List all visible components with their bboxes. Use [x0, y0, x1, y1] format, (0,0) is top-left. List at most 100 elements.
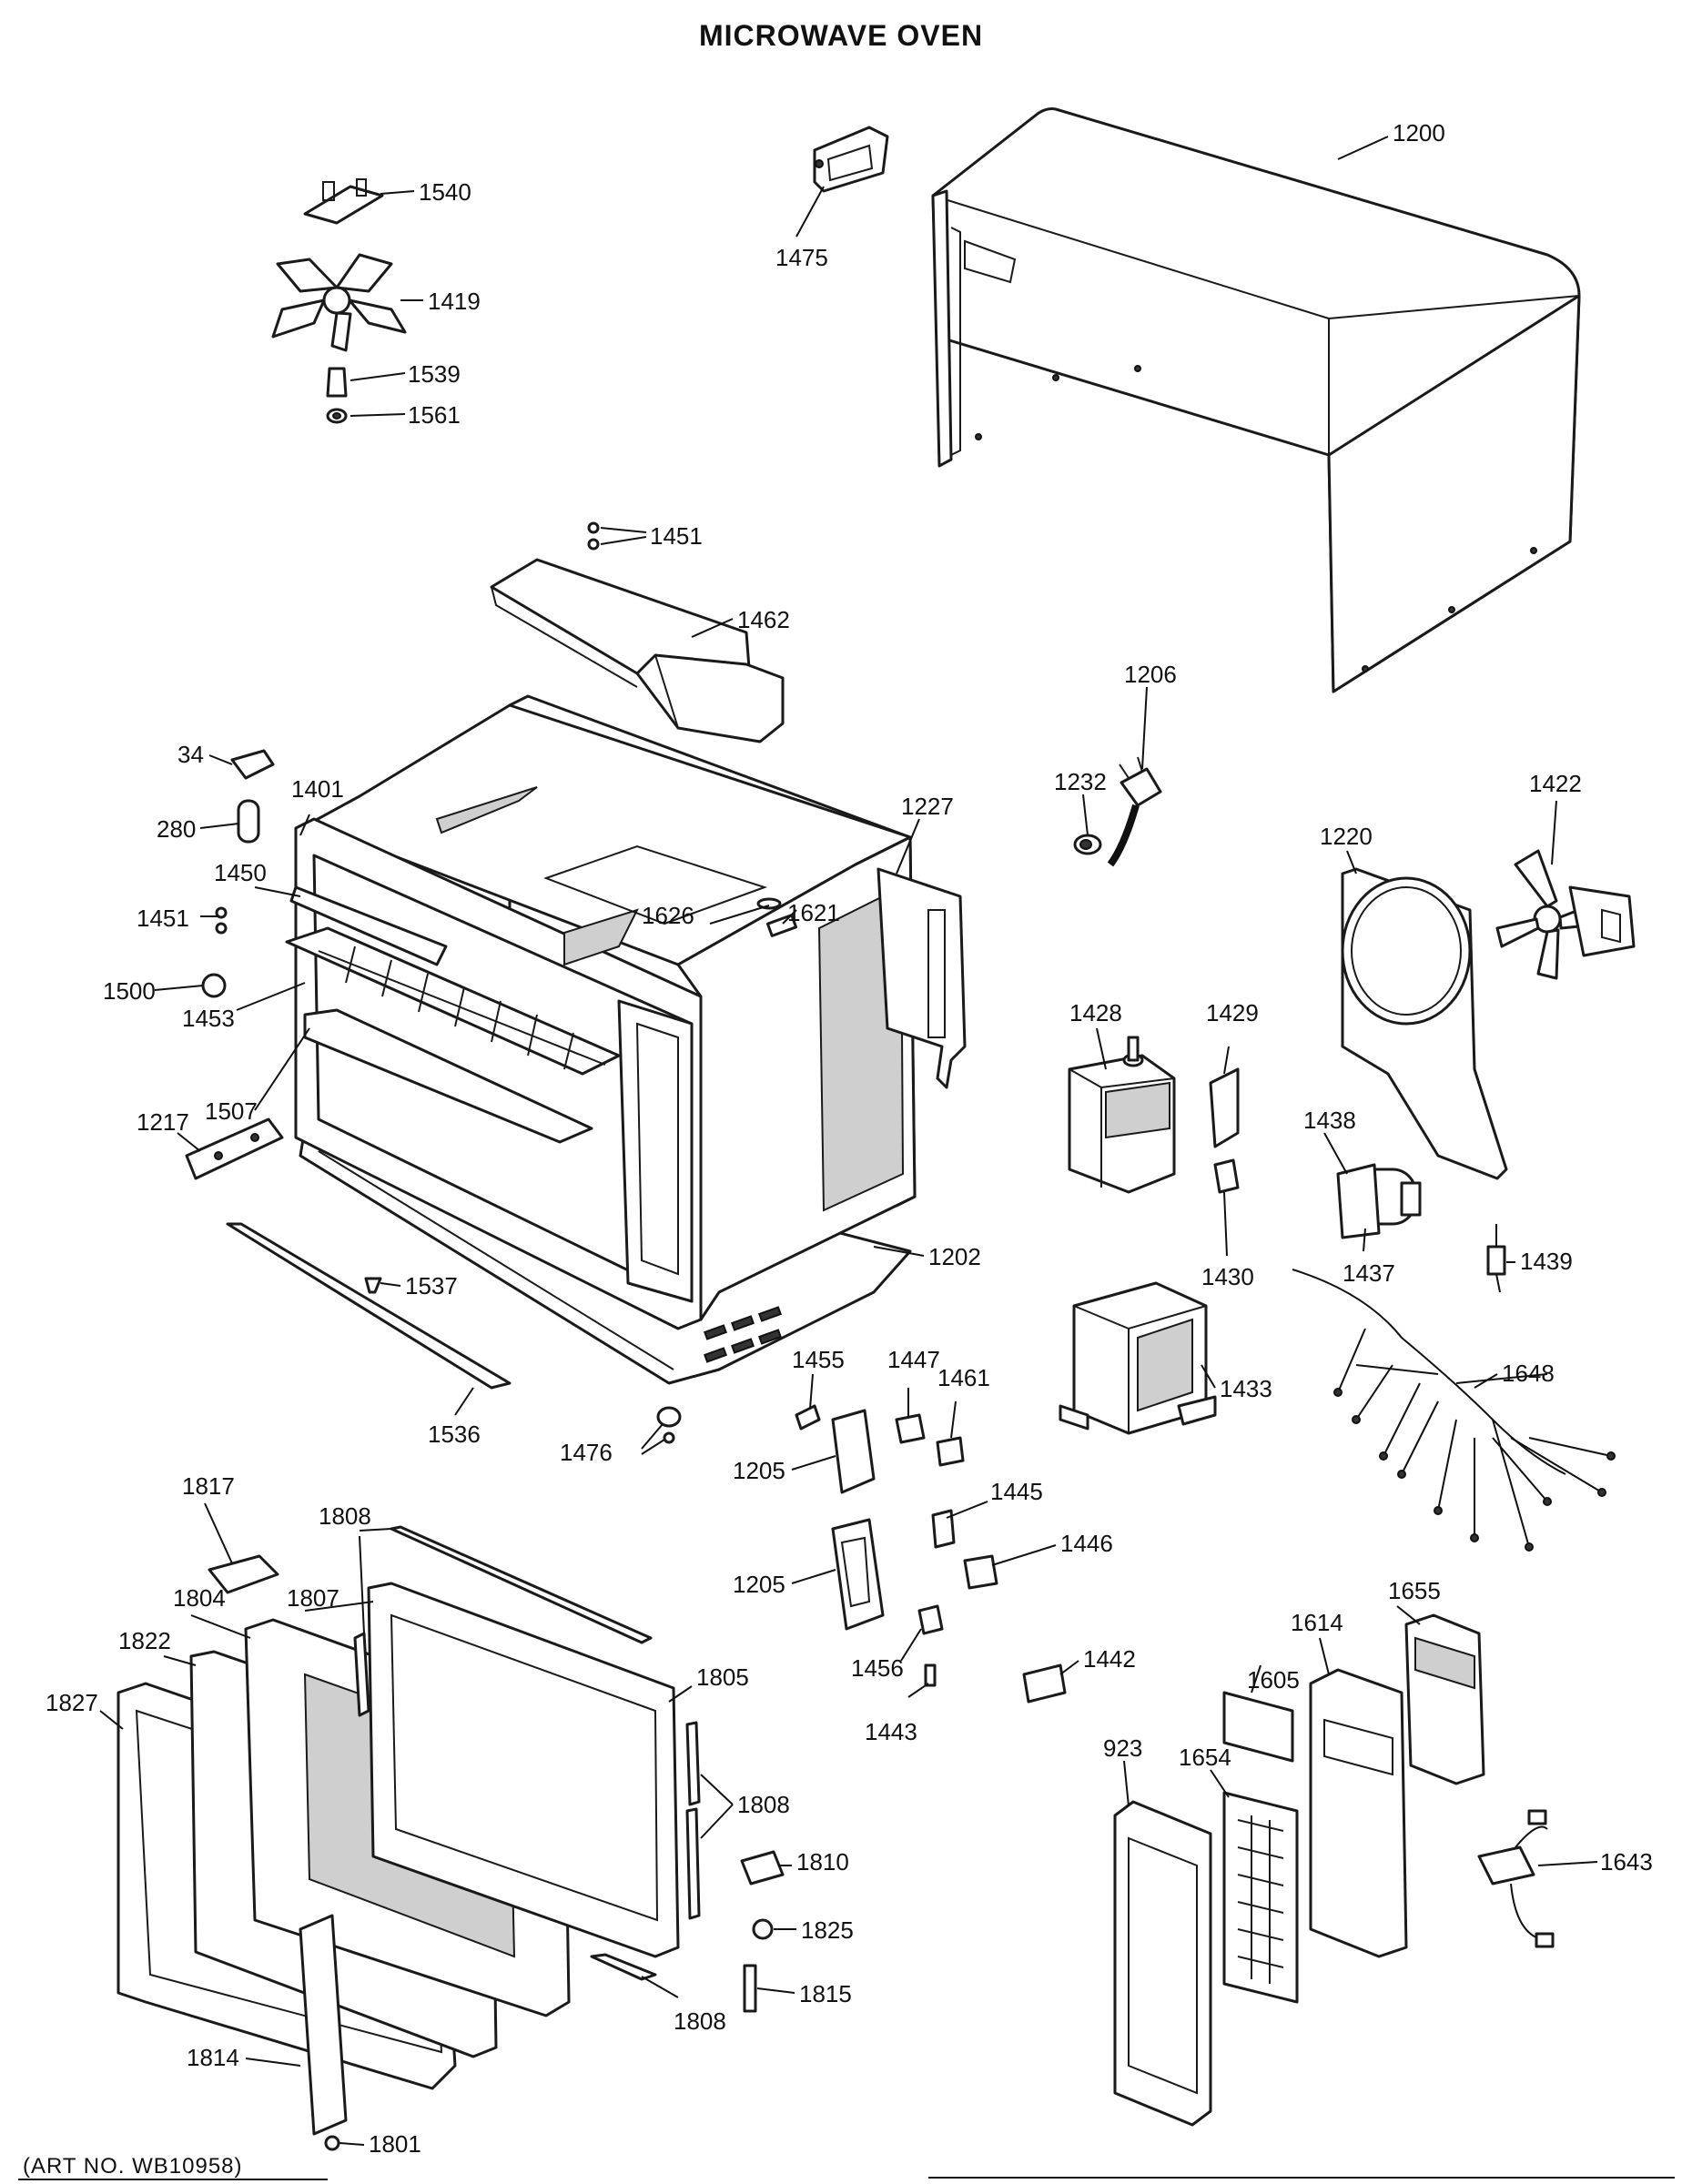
callout-1450: 1450: [214, 859, 267, 886]
callout-1439: 1439: [1520, 1248, 1573, 1275]
callout-1438: 1438: [1303, 1107, 1356, 1134]
callout-1217: 1217: [137, 1108, 189, 1136]
callout-1456: 1456: [851, 1654, 904, 1682]
callout-1447: 1447: [887, 1346, 940, 1373]
door-latch-1810: [740, 1850, 785, 1886]
transformer-small-1643: [1477, 1809, 1555, 1948]
callout-1200: 1200: [1393, 119, 1445, 147]
side-bracket: [876, 867, 967, 1089]
callout-1804: 1804: [173, 1584, 226, 1612]
callout-1539: 1539: [408, 360, 461, 388]
callout-1205-upper: 1205: [733, 1457, 785, 1484]
stirrer-fan-blade: [271, 253, 407, 352]
oven-rack: [285, 926, 621, 1076]
wire-harness: [1292, 1269, 1616, 1552]
handle-screw-1801: [324, 2135, 340, 2151]
callout-1433: 1433: [1220, 1375, 1272, 1402]
light-cover: [289, 885, 448, 966]
callout-1561: 1561: [408, 401, 461, 429]
callout-1822: 1822: [118, 1627, 171, 1654]
fan-motor: [1495, 849, 1636, 980]
door-hinge-1817: [208, 1554, 279, 1594]
switch-holder-lower: [831, 1518, 885, 1631]
callout-1507: 1507: [205, 1097, 258, 1125]
callout-1648: 1648: [1502, 1360, 1555, 1387]
hv-transformer: [1059, 1281, 1217, 1435]
spring-1443: [924, 1663, 937, 1687]
callout-1805: 1805: [696, 1663, 749, 1691]
callout-labels: 1200 1540 1419 1539 1561 1475 1451 1462 …: [46, 119, 1653, 2158]
callout-1453: 1453: [182, 1005, 235, 1032]
callout-1475: 1475: [775, 244, 828, 271]
oven-cavity: [285, 694, 917, 1385]
callout-1430: 1430: [1201, 1263, 1254, 1290]
callout-1825: 1825: [801, 1916, 854, 1944]
touch-keypad-1654: [1222, 1791, 1299, 2004]
callout-1808-bottom: 1808: [674, 2007, 726, 2035]
callout-1814: 1814: [187, 2044, 239, 2071]
callout-1536: 1536: [428, 1421, 481, 1448]
power-cord: [1107, 756, 1162, 867]
callout-1500: 1500: [103, 977, 156, 1005]
callout-1220: 1220: [1320, 823, 1373, 850]
diagram-title: MICROWAVE OVEN: [699, 19, 983, 52]
door-spring-1815: [743, 1964, 757, 2013]
callout-1232: 1232: [1054, 768, 1107, 795]
screw-pair-top: [587, 521, 600, 551]
callout-1446: 1446: [1060, 1530, 1113, 1557]
leader-lines: [18, 136, 1675, 2180]
callout-1422: 1422: [1529, 770, 1582, 797]
callout-1451-top: 1451: [650, 522, 703, 550]
callout-1445: 1445: [990, 1478, 1043, 1505]
hinge-plate: [185, 1117, 284, 1180]
door-latch-pin-1825: [752, 1918, 774, 1940]
callout-1540: 1540: [419, 178, 471, 206]
micro-switch-1445: [931, 1509, 956, 1549]
perforated-vent: [435, 786, 905, 1212]
callout-1626: 1626: [642, 902, 694, 929]
high-voltage-capacitor: [1336, 1163, 1422, 1239]
micro-switch-1447: [895, 1413, 926, 1444]
stirrer-shaft: [326, 367, 348, 398]
callout-1437: 1437: [1343, 1259, 1395, 1287]
fan-housing: [1341, 867, 1508, 1180]
hv-diode: [1486, 1224, 1506, 1293]
callout-1807: 1807: [287, 1584, 339, 1612]
callout-280: 280: [157, 815, 196, 843]
oven-lamp: [237, 799, 260, 844]
callout-1429: 1429: [1206, 999, 1259, 1026]
switch-actuator: [795, 1404, 821, 1431]
door-handle-1814: [299, 1914, 348, 2136]
callout-1827: 1827: [46, 1689, 98, 1716]
lamp-socket: [230, 749, 275, 780]
callout-1808-right: 1808: [737, 1791, 790, 1818]
callout-1451-left: 1451: [137, 905, 189, 932]
micro-switch-1461: [936, 1436, 965, 1467]
strain-relief: [1073, 834, 1102, 855]
callout-1462: 1462: [737, 606, 790, 633]
callout-1810: 1810: [796, 1848, 849, 1876]
callout-1654: 1654: [1179, 1744, 1231, 1771]
callout-1605: 1605: [1247, 1666, 1300, 1694]
door-gasket-strips: [353, 1525, 701, 1981]
callout-1205-lower: 1205: [733, 1571, 785, 1598]
stirrer-washer: [326, 408, 348, 424]
callout-923: 923: [1103, 1734, 1142, 1762]
air-duct: [490, 558, 785, 743]
stirrer-bracket: [303, 178, 384, 225]
art-number: (ART NO. WB10958): [23, 2154, 243, 2179]
control-panel-frame-923: [1113, 1800, 1212, 2127]
thermal-cutout: [1213, 1158, 1240, 1194]
switch-holder-upper: [831, 1409, 876, 1494]
micro-switch-1446: [963, 1554, 998, 1590]
callout-1817: 1817: [182, 1472, 235, 1500]
thermal-protector-bracket: [1209, 1067, 1240, 1148]
callout-1808-top: 1808: [319, 1502, 371, 1530]
display-window-1605: [1222, 1691, 1294, 1763]
interlock-bracket: [813, 126, 889, 193]
callout-1476: 1476: [560, 1439, 613, 1466]
callout-1621: 1621: [787, 899, 840, 926]
base-vents: [704, 1306, 782, 1363]
callout-1815: 1815: [799, 1980, 852, 2007]
